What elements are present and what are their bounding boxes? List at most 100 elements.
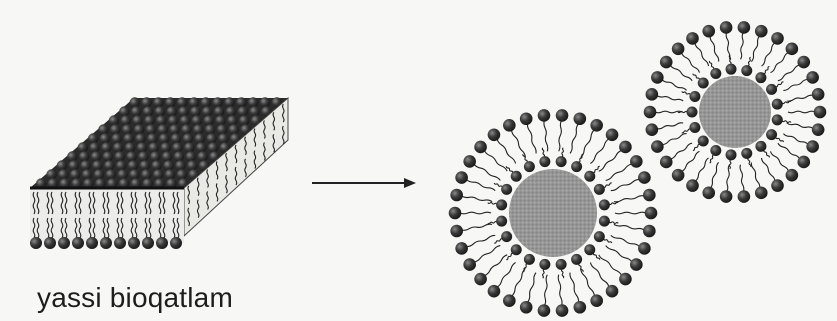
bilayer-top-head bbox=[238, 106, 248, 116]
liposome-outer-tail bbox=[599, 150, 622, 171]
bilayer-top-head bbox=[205, 124, 215, 134]
liposome-outer-head bbox=[463, 258, 476, 271]
bilayer-top-head bbox=[79, 151, 89, 161]
liposome-outer-tail bbox=[474, 164, 500, 180]
bilayer-top-head bbox=[260, 97, 270, 107]
liposome-inner-tail bbox=[604, 183, 612, 187]
bilayer-top-head bbox=[217, 124, 227, 134]
bilayer-top-head bbox=[112, 133, 122, 143]
liposome-outer-tail bbox=[662, 80, 687, 91]
bilayer-top-head bbox=[248, 97, 258, 107]
liposome-outer-head bbox=[646, 123, 659, 136]
liposome-inner-head bbox=[539, 156, 550, 167]
liposome-outer-tail bbox=[581, 269, 595, 297]
liposome-inner-head bbox=[698, 78, 709, 89]
bilayer-top-head bbox=[167, 106, 177, 116]
bilayer-top-head bbox=[177, 169, 187, 179]
liposome-outer-head bbox=[645, 207, 658, 220]
bilayer-top-head bbox=[137, 142, 147, 152]
liposome-outer-tail bbox=[462, 196, 493, 202]
bilayer-top-head bbox=[196, 142, 206, 152]
liposome-inner-tail bbox=[604, 239, 612, 243]
liposome-outer-tail bbox=[762, 43, 776, 66]
liposome-inner-head bbox=[766, 84, 777, 95]
liposome-outer-head bbox=[738, 190, 751, 203]
bilayer-top-head bbox=[208, 142, 218, 152]
bilayer-top-head bbox=[113, 142, 123, 152]
liposome-outer-head bbox=[806, 140, 819, 153]
liposome-outer-head bbox=[646, 88, 659, 101]
bilayer-top-head bbox=[172, 142, 182, 152]
bilayer-top-head bbox=[98, 124, 108, 134]
bilayer-top-head bbox=[212, 97, 222, 107]
liposome-outer-tail bbox=[570, 124, 579, 154]
liposome-inner-tail bbox=[682, 91, 690, 94]
liposome-inner-tail bbox=[543, 269, 545, 278]
bilayer-bottom-head bbox=[44, 237, 56, 249]
bilayer-top-head bbox=[92, 160, 102, 170]
liposome-outer-head bbox=[786, 169, 799, 182]
liposome-outer-tail bbox=[788, 111, 815, 113]
liposome-inner-tail bbox=[782, 121, 791, 123]
liposome-outer-tail bbox=[581, 130, 595, 158]
liposome-outer-tail bbox=[528, 273, 537, 303]
bilayer-bottom-head bbox=[128, 237, 140, 249]
liposome-outer-tail bbox=[710, 162, 718, 188]
liposome-inner-head bbox=[556, 156, 567, 167]
liposome-inner-tail bbox=[693, 144, 700, 150]
liposome-outer-tail bbox=[590, 263, 609, 288]
liposome-outer-tail bbox=[484, 150, 507, 171]
liposome-inner-tail bbox=[776, 82, 784, 87]
liposome-inner-head bbox=[755, 141, 766, 152]
liposome-outer-tail bbox=[740, 165, 744, 192]
bilayer-top-head bbox=[197, 151, 207, 161]
liposome-inner-tail bbox=[488, 203, 497, 205]
liposome-inner-tail bbox=[506, 166, 512, 172]
liposome-inner-head bbox=[726, 149, 737, 160]
liposome-outer-head bbox=[771, 32, 784, 45]
liposome-outer-tail bbox=[512, 130, 526, 158]
liposome-outer-tail bbox=[727, 165, 730, 192]
bilayer-top-head bbox=[162, 151, 172, 161]
liposome-large bbox=[449, 109, 658, 317]
liposome-outer-head bbox=[812, 123, 825, 136]
liposome-inner-tail bbox=[561, 269, 563, 278]
bilayer-top-head bbox=[116, 160, 126, 170]
liposome-outer-tail bbox=[670, 65, 692, 81]
liposome-outer-head bbox=[786, 43, 799, 56]
bilayer-top-head bbox=[69, 160, 79, 170]
bilayer-bottom-head bbox=[58, 237, 70, 249]
bilayer-top-head bbox=[130, 97, 140, 107]
liposome-outer-head bbox=[590, 294, 603, 307]
bilayer-top-head bbox=[178, 106, 188, 116]
liposome-outer-head bbox=[755, 187, 768, 200]
liposome-outer-head bbox=[651, 71, 664, 84]
liposome-outer-tail bbox=[787, 95, 814, 101]
bilayer-top-head bbox=[94, 169, 104, 179]
liposome-outer-tail bbox=[544, 120, 548, 151]
bilayer-top-head bbox=[121, 115, 131, 125]
bilayer-top-head bbox=[103, 151, 113, 161]
bilayer-top-head bbox=[165, 97, 175, 107]
liposome-outer-head bbox=[463, 155, 476, 168]
liposome-inner-tail bbox=[562, 148, 564, 157]
liposome-outer-head bbox=[643, 189, 656, 202]
liposome-inner-head bbox=[689, 91, 700, 102]
liposome-outer-head bbox=[488, 128, 501, 141]
bilayer-top-head bbox=[187, 160, 197, 170]
liposome-inner-tail bbox=[494, 183, 502, 187]
bilayer-top-head bbox=[78, 142, 88, 152]
liposome-outer-head bbox=[503, 119, 516, 132]
bilayer-bottom-head bbox=[30, 237, 42, 249]
liposome-inner-tail bbox=[494, 239, 502, 243]
liposome-outer-head bbox=[556, 304, 569, 317]
liposome-inner-head bbox=[496, 216, 507, 227]
liposome-outer-head bbox=[812, 88, 825, 101]
liposome-outer-head bbox=[574, 112, 587, 125]
liposome-inner-tail bbox=[506, 253, 512, 259]
bilayer-bottom-head bbox=[156, 237, 168, 249]
bilayer-bottom-head bbox=[86, 237, 98, 249]
liposome-inner-head bbox=[511, 171, 522, 182]
liposome-outer-tail bbox=[771, 53, 789, 73]
liposome-outer-head bbox=[630, 155, 643, 168]
